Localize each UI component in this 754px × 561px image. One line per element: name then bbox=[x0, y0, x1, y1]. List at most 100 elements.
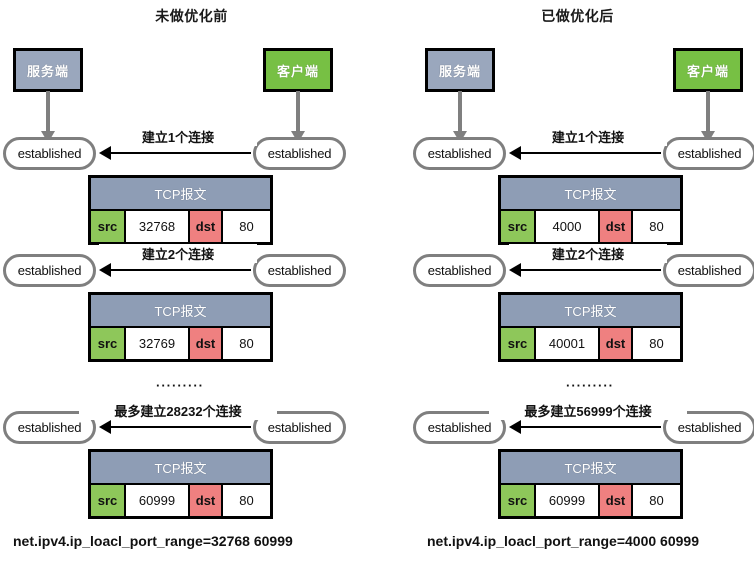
tcp-packet-2-left: TCP报文 src 32769 dst 80 bbox=[88, 292, 273, 362]
established-label: established bbox=[427, 263, 492, 278]
server-node-left: 服务端 bbox=[13, 48, 83, 92]
established-label: established bbox=[427, 146, 492, 161]
client-node-right: 客户端 bbox=[673, 48, 743, 92]
sysctl-footer-left: net.ipv4.ip_loacl_port_range=32768 60999 bbox=[13, 533, 293, 549]
dst-key-cell: dst bbox=[188, 483, 221, 516]
client-node-label: 客户端 bbox=[686, 63, 729, 79]
connection-arrow-3-left bbox=[99, 420, 251, 434]
tcp-packet-header: TCP报文 bbox=[501, 452, 680, 483]
tcp-packet-1-left: TCP报文 src 32768 dst 80 bbox=[88, 175, 273, 245]
established-pill-client-2-left: established bbox=[253, 254, 346, 287]
arrow-head-icon bbox=[99, 420, 111, 434]
arrow-head-icon bbox=[99, 263, 111, 277]
dst-port-cell: 80 bbox=[221, 483, 270, 516]
tcp-packet-header: TCP报文 bbox=[91, 452, 270, 483]
src-key-cell: src bbox=[91, 483, 124, 516]
src-key-cell: src bbox=[501, 209, 534, 242]
ellipsis-separator-left: ········· bbox=[156, 378, 204, 393]
panel-title-right: 已做优化后 bbox=[541, 8, 614, 24]
dst-port-cell: 80 bbox=[631, 209, 680, 242]
server-drop-arrow-right bbox=[453, 91, 467, 143]
server-node-label: 服务端 bbox=[438, 63, 481, 79]
arrow-line bbox=[518, 152, 661, 154]
connection-label-1-left: 建立1个连接 bbox=[99, 127, 257, 146]
tcp-packet-header: TCP报文 bbox=[501, 295, 680, 326]
arrow-shaft bbox=[458, 91, 462, 133]
dst-key-cell: dst bbox=[188, 326, 221, 359]
tcp-packet-fields: src 60999 dst 80 bbox=[501, 483, 680, 516]
src-port-cell: 40001 bbox=[534, 326, 598, 359]
tcp-packet-fields: src 40001 dst 80 bbox=[501, 326, 680, 359]
src-key-cell: src bbox=[501, 483, 534, 516]
tcp-packet-fields: src 4000 dst 80 bbox=[501, 209, 680, 242]
connection-arrow-1-left bbox=[99, 146, 251, 160]
tcp-packet-fields: src 32768 dst 80 bbox=[91, 209, 270, 242]
established-pill-server-3-right: established bbox=[413, 411, 506, 444]
tcp-packet-2-right: TCP报文 src 40001 dst 80 bbox=[498, 292, 683, 362]
dst-key-cell: dst bbox=[598, 326, 631, 359]
established-label: established bbox=[267, 420, 332, 435]
client-drop-arrow-left bbox=[291, 91, 305, 143]
client-node-label: 客户端 bbox=[276, 63, 319, 79]
panel-after-optimization: 已做优化后 服务端 客户端 established established 建立… bbox=[377, 0, 754, 561]
arrow-head-icon bbox=[509, 146, 521, 160]
connection-label-2-right: 建立2个连接 bbox=[509, 244, 667, 263]
established-pill-server-2-right: established bbox=[413, 254, 506, 287]
connection-arrow-3-right bbox=[509, 420, 661, 434]
tcp-packet-1-right: TCP报文 src 4000 dst 80 bbox=[498, 175, 683, 245]
server-node-right: 服务端 bbox=[425, 48, 495, 92]
established-label: established bbox=[17, 263, 82, 278]
established-label: established bbox=[677, 146, 742, 161]
dst-key-cell: dst bbox=[598, 209, 631, 242]
connection-arrow-2-left bbox=[99, 263, 251, 277]
established-label: established bbox=[427, 420, 492, 435]
server-drop-arrow-left bbox=[41, 91, 55, 143]
panel-before-optimization: 未做优化前 服务端 客户端 established established 建立… bbox=[3, 8, 346, 549]
arrow-head-icon bbox=[509, 420, 521, 434]
arrow-shaft bbox=[296, 91, 300, 133]
established-pill-server-1-right: established bbox=[413, 137, 506, 170]
tcp-packet-header: TCP报文 bbox=[91, 295, 270, 326]
dst-key-cell: dst bbox=[598, 483, 631, 516]
established-label: established bbox=[17, 146, 82, 161]
established-pill-server-2-left: established bbox=[3, 254, 96, 287]
established-label: established bbox=[267, 146, 332, 161]
tcp-packet-header: TCP报文 bbox=[91, 178, 270, 209]
dst-port-cell: 80 bbox=[221, 209, 270, 242]
tcp-packet-3-right: TCP报文 src 60999 dst 80 bbox=[498, 449, 683, 519]
client-node-left: 客户端 bbox=[263, 48, 333, 92]
connection-label-2-left: 建立2个连接 bbox=[99, 244, 257, 263]
src-key-cell: src bbox=[91, 209, 124, 242]
established-pill-server-1-left: established bbox=[3, 137, 96, 170]
arrow-head-icon bbox=[99, 146, 111, 160]
arrow-shaft bbox=[46, 91, 50, 133]
dst-port-cell: 80 bbox=[631, 483, 680, 516]
established-label: established bbox=[17, 420, 82, 435]
src-port-cell: 32769 bbox=[124, 326, 188, 359]
dst-port-cell: 80 bbox=[631, 326, 680, 359]
connection-arrow-1-right bbox=[509, 146, 661, 160]
client-drop-arrow-right bbox=[701, 91, 715, 143]
tcp-packet-fields: src 32769 dst 80 bbox=[91, 326, 270, 359]
established-label: established bbox=[267, 263, 332, 278]
src-key-cell: src bbox=[501, 326, 534, 359]
connection-label-1-right: 建立1个连接 bbox=[509, 127, 667, 146]
dst-key-cell: dst bbox=[188, 209, 221, 242]
arrow-line bbox=[518, 426, 661, 428]
panel-title-left: 未做优化前 bbox=[155, 8, 228, 24]
src-port-cell: 60999 bbox=[534, 483, 598, 516]
established-label: established bbox=[677, 420, 742, 435]
dst-port-cell: 80 bbox=[221, 326, 270, 359]
arrow-line bbox=[518, 269, 661, 271]
src-port-cell: 60999 bbox=[124, 483, 188, 516]
arrow-head-icon bbox=[509, 263, 521, 277]
tcp-packet-fields: src 60999 dst 80 bbox=[91, 483, 270, 516]
connection-arrow-2-right bbox=[509, 263, 661, 277]
established-pill-client-1-left: established bbox=[253, 137, 346, 170]
src-port-cell: 4000 bbox=[534, 209, 598, 242]
tcp-packet-header: TCP报文 bbox=[501, 178, 680, 209]
src-port-cell: 32768 bbox=[124, 209, 188, 242]
arrow-line bbox=[108, 152, 251, 154]
connection-label-3-right: 最多建立56999个连接 bbox=[489, 401, 687, 420]
sysctl-footer-right: net.ipv4.ip_loacl_port_range=4000 60999 bbox=[427, 533, 699, 549]
